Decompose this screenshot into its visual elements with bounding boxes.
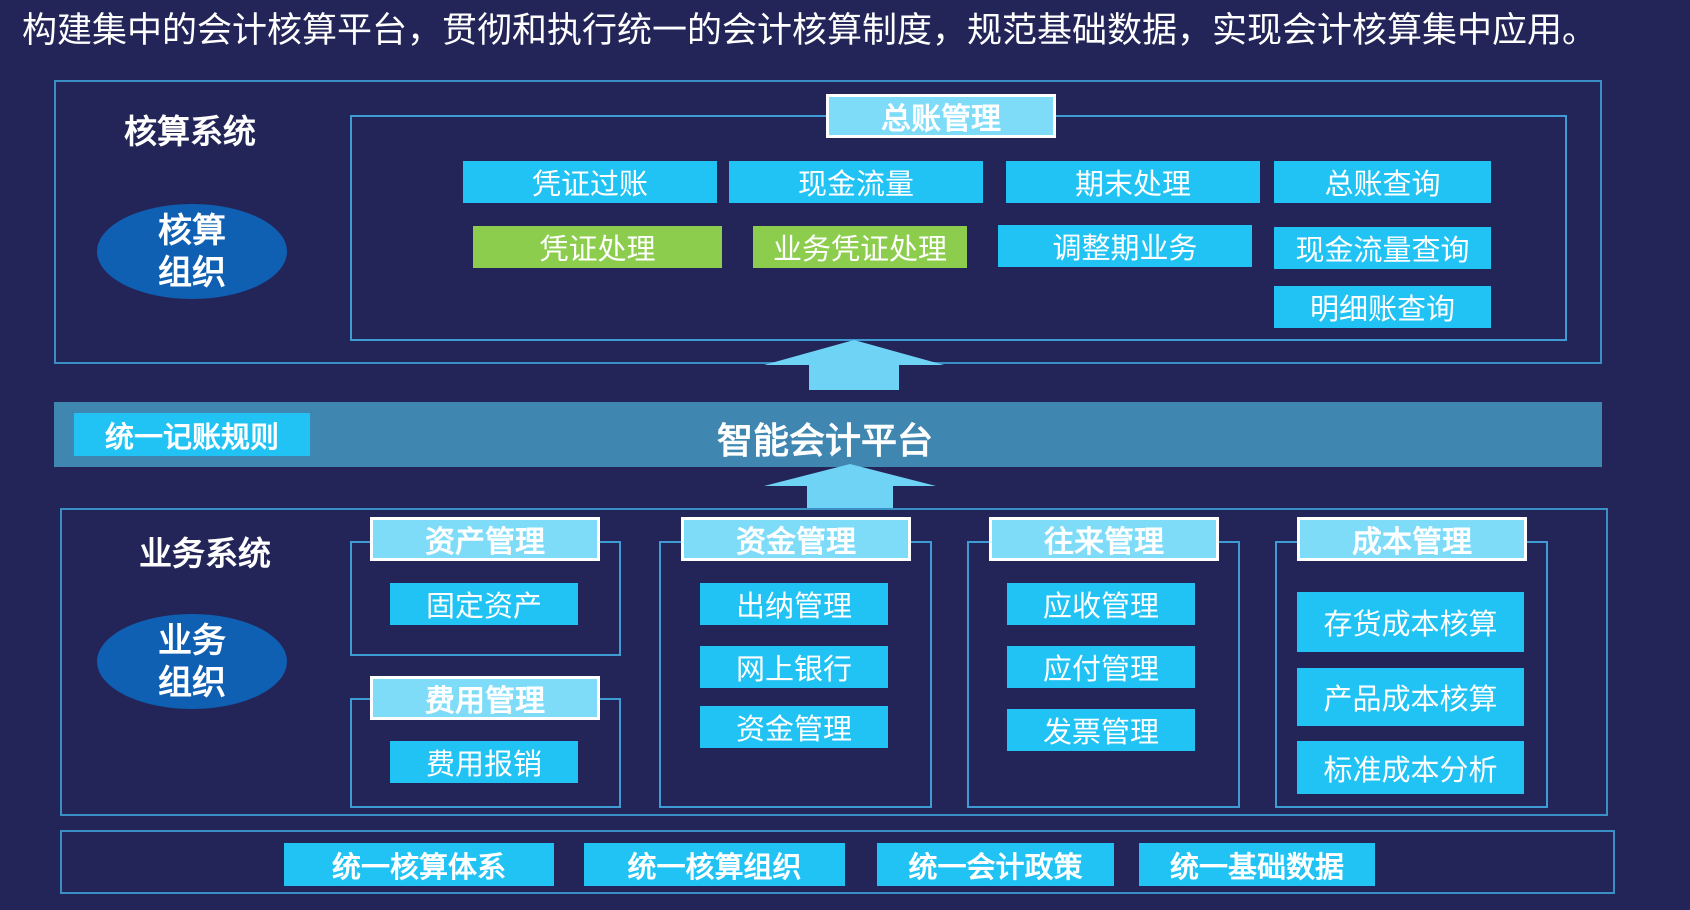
cost-item-product: 产品成本核算 [1297,668,1524,726]
accounting-org-label: 核算 组织 [158,210,226,293]
ledger-item-ledger-query: 总账查询 [1274,161,1491,203]
contact-item-payable: 应付管理 [1007,646,1195,688]
ledger-item-cash-flow-query: 现金流量查询 [1274,227,1491,269]
cost-item-standard: 标准成本分析 [1297,741,1524,794]
foundation-item-policy: 统一会计政策 [877,843,1114,886]
unified-accounting-rule: 统一记账规则 [74,413,310,456]
business-org-oval: 业务 组织 [97,614,287,709]
accounting-system-label: 核算系统 [124,112,256,151]
contact-item-receivable: 应收管理 [1007,583,1195,625]
headline: 构建集中的会计核算平台，贯彻和执行统一的会计核算制度，规范基础数据，实现会计核算… [22,11,1598,51]
fund-item-cashier: 出纳管理 [700,583,888,625]
general-ledger-title: 总账管理 [826,94,1056,138]
contact-item-invoice: 发票管理 [1007,709,1195,751]
ledger-item-voucher-processing: 凭证处理 [473,226,722,268]
business-system-frame [60,508,1608,816]
foundation-item-system: 统一核算体系 [284,843,554,886]
asset-item-fixed-assets: 固定资产 [390,583,578,625]
cost-item-inventory: 存货成本核算 [1297,592,1524,652]
business-system-label: 业务系统 [139,534,271,573]
asset-title: 资产管理 [370,517,600,561]
up-arrow-icon [764,340,944,390]
fund-item-fund-management: 资金管理 [700,706,888,748]
accounting-org-oval: 核算 组织 [97,204,287,299]
foundation-item-base-data: 统一基础数据 [1139,843,1375,886]
ledger-item-adjustment-period: 调整期业务 [998,225,1252,267]
cost-title: 成本管理 [1297,517,1527,561]
fund-item-online-banking: 网上银行 [700,646,888,688]
up-arrow-icon [764,464,936,508]
business-org-label: 业务 组织 [158,620,226,703]
ledger-item-cash-flow: 现金流量 [729,161,983,203]
foundation-frame [60,830,1615,894]
expense-title: 费用管理 [370,676,600,720]
foundation-item-organization: 统一核算组织 [584,843,845,886]
ledger-item-voucher-posting: 凭证过账 [463,161,717,203]
ledger-item-detail-query: 明细账查询 [1274,286,1491,328]
fund-title: 资金管理 [681,517,911,561]
platform-band [54,402,1602,467]
ledger-item-business-voucher: 业务凭证处理 [753,226,967,268]
expense-item-reimbursement: 费用报销 [390,741,578,783]
ledger-item-period-end: 期末处理 [1006,161,1260,203]
contact-title: 往来管理 [989,517,1219,561]
platform-title: 智能会计平台 [716,421,933,462]
